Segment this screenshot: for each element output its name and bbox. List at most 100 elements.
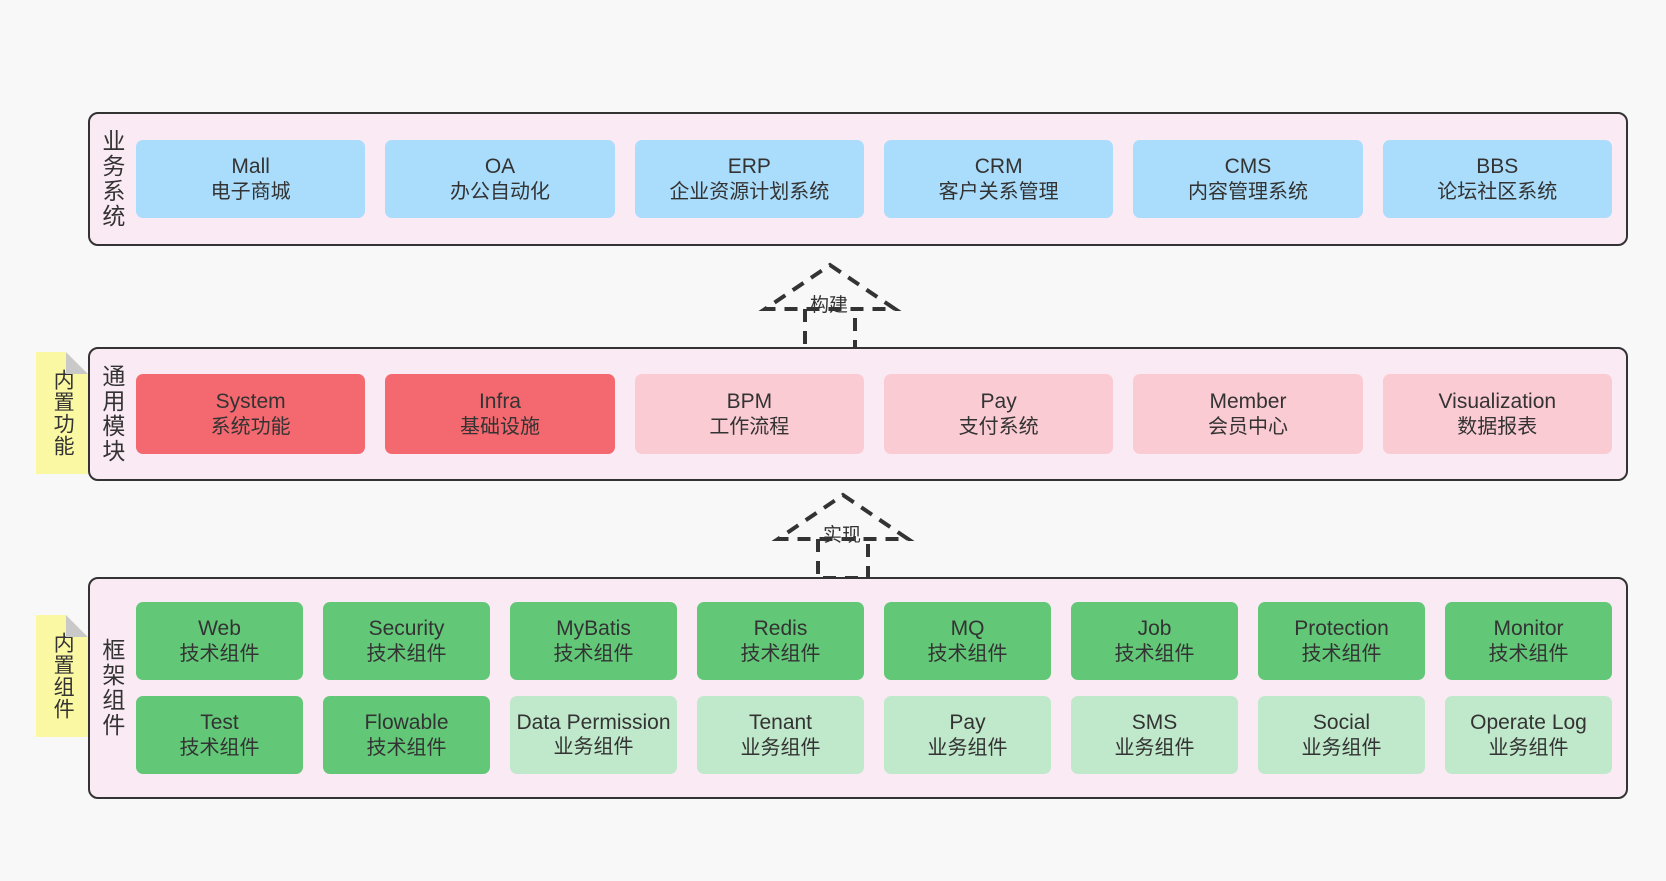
- node-system-en: System: [215, 390, 286, 413]
- connector-implement-arrow-icon: [771, 492, 915, 580]
- node-oa-cn: 办公自动化: [449, 180, 550, 203]
- node-erp-en: ERP: [727, 155, 771, 178]
- node-operate-log-en: Operate Log: [1470, 711, 1587, 734]
- node-bpm-en: BPM: [726, 390, 773, 413]
- node-web-cn: 技术组件: [179, 642, 260, 665]
- node-bbs-cn: 论坛社区系统: [1437, 180, 1558, 203]
- node-mq[interactable]: MQ 技术组件: [884, 602, 1051, 680]
- node-oa-en: OA: [484, 155, 516, 178]
- layer-framework-components: 框架组件 Web 技术组件 Security 技术组件 MyBatis 技术组件…: [88, 577, 1628, 799]
- node-test-cn: 技术组件: [179, 736, 260, 759]
- node-bbs[interactable]: BBS 论坛社区系统: [1382, 140, 1612, 218]
- connector-implement: 实现: [768, 492, 928, 580]
- node-pay-module-en: Pay: [980, 390, 1017, 413]
- node-crm-cn: 客户关系管理: [938, 180, 1059, 203]
- note-fold-corner-icon: [66, 352, 88, 374]
- node-data-permission[interactable]: Data Permission 业务组件: [510, 696, 677, 774]
- node-flowable[interactable]: Flowable 技术组件: [323, 696, 490, 774]
- node-social[interactable]: Social 业务组件: [1258, 696, 1425, 774]
- node-visualization[interactable]: Visualization 数据报表: [1382, 374, 1612, 454]
- node-operate-log-cn: 业务组件: [1488, 736, 1569, 759]
- node-pay-component-en: Pay: [949, 711, 986, 734]
- node-cms-en: CMS: [1224, 155, 1272, 178]
- layer-business-system-title: 业务系统: [98, 129, 125, 229]
- node-mall[interactable]: Mall 电子商城: [136, 140, 366, 218]
- node-erp-cn: 企业资源计划系统: [669, 180, 830, 203]
- node-data-permission-en: Data Permission: [516, 710, 671, 734]
- node-oa[interactable]: OA 办公自动化: [385, 140, 615, 218]
- node-infra-cn: 基础设施: [459, 415, 540, 438]
- layer-business-system: 业务系统 Mall 电子商城 OA 办公自动化 ERP 企业资源计划系统 CRM…: [88, 112, 1628, 246]
- node-security-cn: 技术组件: [366, 642, 447, 665]
- node-crm-en: CRM: [974, 155, 1023, 178]
- node-protection-cn: 技术组件: [1301, 642, 1382, 665]
- node-web-en: Web: [198, 617, 241, 640]
- node-flowable-en: Flowable: [364, 711, 449, 734]
- node-sms-en: SMS: [1131, 711, 1178, 734]
- node-protection[interactable]: Protection 技术组件: [1258, 602, 1425, 680]
- node-cms[interactable]: CMS 内容管理系统: [1133, 140, 1363, 218]
- node-job-cn: 技术组件: [1114, 642, 1195, 665]
- node-job[interactable]: Job 技术组件: [1071, 602, 1238, 680]
- layer-common-module-row: System 系统功能 Infra 基础设施 BPM 工作流程 Pay 支付系统…: [136, 374, 1612, 454]
- layer-framework-row-biz: Test 技术组件 Flowable 技术组件 Data Permission …: [136, 696, 1612, 774]
- node-test[interactable]: Test 技术组件: [136, 696, 303, 774]
- layer-common-module-body: System 系统功能 Infra 基础设施 BPM 工作流程 Pay 支付系统…: [132, 349, 1626, 479]
- note-fold-corner-icon: [66, 615, 88, 637]
- node-tenant-cn: 业务组件: [740, 736, 821, 759]
- node-protection-en: Protection: [1294, 617, 1389, 640]
- node-system[interactable]: System 系统功能: [136, 374, 366, 454]
- node-member-cn: 会员中心: [1207, 415, 1288, 438]
- node-job-en: Job: [1137, 617, 1172, 640]
- node-redis-cn: 技术组件: [740, 642, 821, 665]
- node-operate-log[interactable]: Operate Log 业务组件: [1445, 696, 1612, 774]
- layer-framework-row-tech: Web 技术组件 Security 技术组件 MyBatis 技术组件 Redi…: [136, 602, 1612, 680]
- layer-framework-components-title: 框架组件: [98, 638, 125, 738]
- connector-build: 构建: [755, 262, 915, 352]
- node-tenant-en: Tenant: [748, 711, 813, 734]
- connector-build-label: 构建: [810, 295, 849, 316]
- node-test-en: Test: [200, 711, 239, 734]
- node-pay-component[interactable]: Pay 业务组件: [884, 696, 1051, 774]
- node-infra[interactable]: Infra 基础设施: [385, 374, 615, 454]
- connector-implement-label: 实现: [823, 525, 862, 546]
- note-builtin-features: 内置功能: [36, 352, 88, 474]
- node-social-cn: 业务组件: [1301, 736, 1382, 759]
- node-member[interactable]: Member 会员中心: [1133, 374, 1363, 454]
- node-social-en: Social: [1312, 711, 1371, 734]
- layer-common-module-title: 通用模块: [98, 364, 125, 464]
- node-data-permission-cn: 业务组件: [553, 735, 634, 758]
- node-web[interactable]: Web 技术组件: [136, 602, 303, 680]
- node-monitor[interactable]: Monitor 技术组件: [1445, 602, 1612, 680]
- node-bpm-cn: 工作流程: [709, 415, 790, 438]
- node-bbs-en: BBS: [1476, 155, 1519, 178]
- node-pay-module[interactable]: Pay 支付系统: [883, 374, 1114, 454]
- note-builtin-features-text: 内置功能: [51, 369, 75, 457]
- node-monitor-cn: 技术组件: [1488, 642, 1569, 665]
- layer-common-module: 通用模块 System 系统功能 Infra 基础设施 BPM 工作流程 Pay…: [88, 347, 1628, 481]
- layer-business-system-row: Mall 电子商城 OA 办公自动化 ERP 企业资源计划系统 CRM 客户关系…: [136, 140, 1612, 218]
- node-security-en: Security: [368, 617, 445, 640]
- node-member-en: Member: [1209, 390, 1287, 413]
- node-redis-en: Redis: [753, 617, 808, 640]
- node-flowable-cn: 技术组件: [366, 736, 447, 759]
- node-security[interactable]: Security 技术组件: [323, 602, 490, 680]
- node-bpm[interactable]: BPM 工作流程: [634, 374, 864, 454]
- node-erp[interactable]: ERP 企业资源计划系统: [634, 140, 864, 218]
- note-builtin-components-text: 内置组件: [51, 632, 75, 720]
- node-crm[interactable]: CRM 客户关系管理: [883, 140, 1114, 218]
- node-cms-cn: 内容管理系统: [1187, 180, 1308, 203]
- node-redis[interactable]: Redis 技术组件: [697, 602, 864, 680]
- node-mybatis[interactable]: MyBatis 技术组件: [510, 602, 677, 680]
- node-sms-cn: 业务组件: [1114, 736, 1195, 759]
- node-sms[interactable]: SMS 业务组件: [1071, 696, 1238, 774]
- node-visualization-cn: 数据报表: [1457, 415, 1538, 438]
- node-infra-en: Infra: [478, 390, 521, 413]
- node-mybatis-cn: 技术组件: [553, 642, 634, 665]
- layer-framework-components-body: Web 技术组件 Security 技术组件 MyBatis 技术组件 Redi…: [132, 579, 1626, 797]
- node-mybatis-en: MyBatis: [556, 617, 631, 640]
- node-tenant[interactable]: Tenant 业务组件: [697, 696, 864, 774]
- node-monitor-en: Monitor: [1493, 617, 1564, 640]
- layer-business-system-body: Mall 电子商城 OA 办公自动化 ERP 企业资源计划系统 CRM 客户关系…: [132, 114, 1626, 244]
